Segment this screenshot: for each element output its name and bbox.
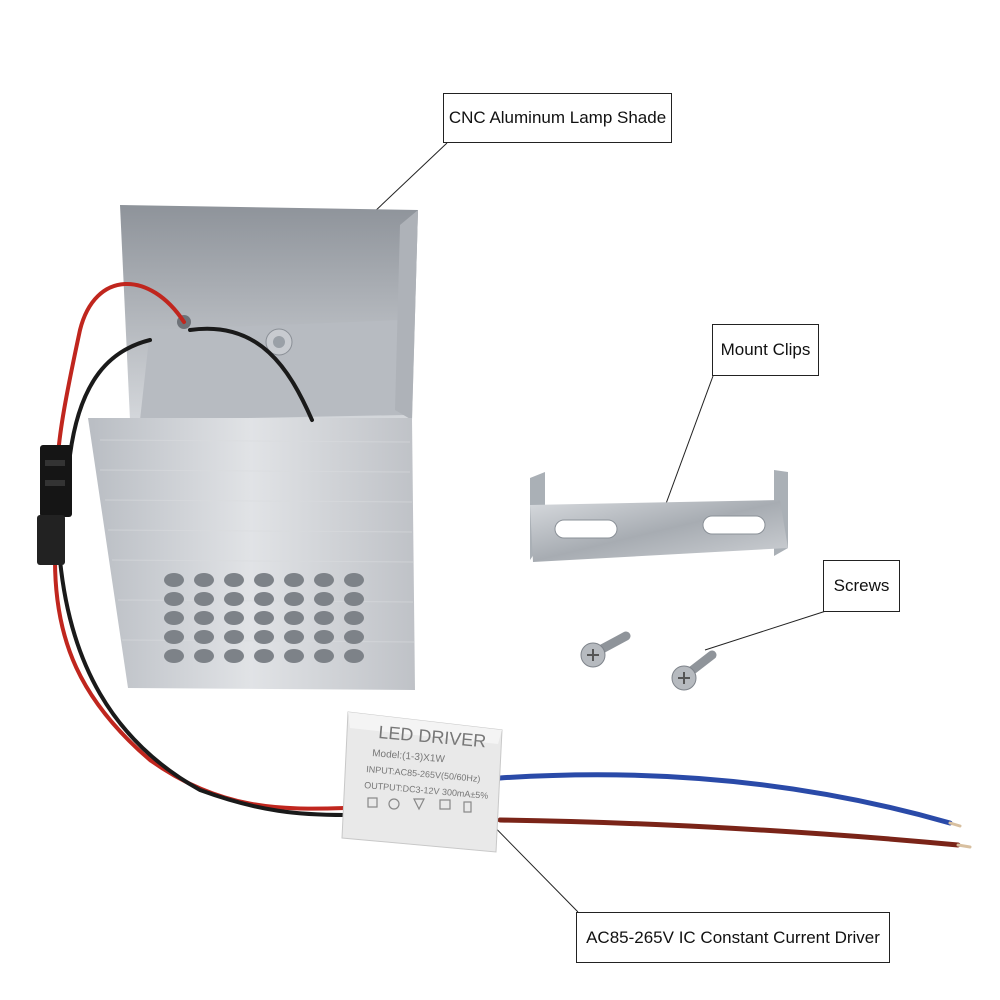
vent-hole — [194, 630, 214, 644]
vent-hole — [224, 611, 244, 625]
driver-output-wires — [497, 772, 972, 849]
led-driver: LED DRIVER Model:(1-3)X1W INPUT:AC85-265… — [341, 711, 503, 853]
callout-mount-clips-text: Mount Clips — [720, 340, 811, 359]
vent-hole — [284, 611, 304, 625]
mount-clip — [530, 470, 788, 562]
vent-hole — [284, 573, 304, 587]
screw-right — [671, 650, 717, 691]
callout-screws-text: Screws — [833, 576, 890, 595]
vent-hole — [224, 573, 244, 587]
vent-hole — [164, 649, 184, 663]
callout-lamp-shade: CNC Aluminum Lamp Shade — [443, 93, 672, 143]
wire-connector — [37, 445, 72, 565]
vent-hole — [254, 592, 274, 606]
vent-hole — [254, 649, 274, 663]
vent-hole — [224, 630, 244, 644]
vent-hole — [194, 649, 214, 663]
vent-hole — [344, 649, 364, 663]
lamp-wires — [53, 282, 347, 817]
vent-hole — [254, 611, 274, 625]
vent-hole — [344, 592, 364, 606]
callout-mount-clips: Mount Clips — [712, 324, 819, 376]
callout-lamp-shade-text: CNC Aluminum Lamp Shade — [448, 108, 667, 127]
callout-screws: Screws — [823, 560, 900, 612]
lamp-shade — [88, 205, 418, 690]
vent-hole — [224, 649, 244, 663]
vent-hole — [344, 573, 364, 587]
vent-hole — [314, 573, 334, 587]
vent-hole — [194, 573, 214, 587]
vent-hole — [284, 592, 304, 606]
callout-driver: AC85-265V IC Constant Current Driver — [576, 912, 890, 963]
vent-hole — [164, 630, 184, 644]
vent-hole — [314, 592, 334, 606]
vent-hole — [344, 630, 364, 644]
driver-cert-icons — [367, 797, 472, 813]
vent-hole — [164, 592, 184, 606]
vent-hole — [164, 573, 184, 587]
vent-holes — [164, 573, 364, 663]
vent-hole — [224, 592, 244, 606]
vent-hole — [254, 573, 274, 587]
vent-hole — [284, 630, 304, 644]
callout-driver-text: AC85-265V IC Constant Current Driver — [586, 927, 880, 947]
vent-hole — [194, 592, 214, 606]
vent-hole — [164, 611, 184, 625]
vent-hole — [314, 649, 334, 663]
screw-left — [580, 631, 631, 668]
vent-hole — [254, 630, 274, 644]
vent-hole — [284, 649, 304, 663]
vent-hole — [194, 611, 214, 625]
vent-hole — [344, 611, 364, 625]
vent-hole — [314, 630, 334, 644]
vent-hole — [314, 611, 334, 625]
